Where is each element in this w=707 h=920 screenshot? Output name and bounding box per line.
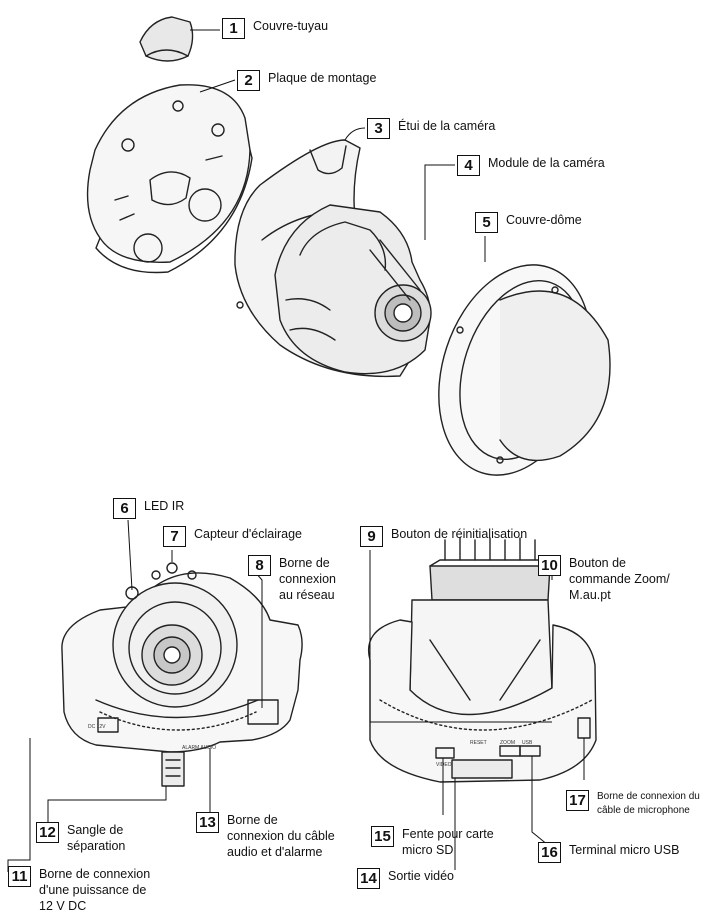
callout-label: Borne de connexion au réseau	[279, 556, 336, 602]
callout-label: Sortie vidéo	[388, 869, 455, 883]
callout-number: 12	[36, 822, 59, 843]
marking-reset: RESET	[470, 740, 487, 746]
callout-label: Sangle de séparation	[67, 823, 126, 853]
callout-number: 7	[163, 526, 186, 547]
callout-dome-cover: 5 Couvre-dôme	[475, 212, 582, 233]
callout-label: Fente pour carte micro SD	[402, 827, 494, 857]
callout-number: 15	[371, 826, 394, 847]
callout-audio-alarm-port: 13 Borne de connexion du câble audio et …	[196, 812, 335, 860]
callout-number: 4	[457, 155, 480, 176]
callout-number: 16	[538, 842, 561, 863]
callout-light-sensor: 7 Capteur d'éclairage	[163, 526, 302, 547]
callout-micro-sd-slot: 15 Fente pour carte micro SD	[371, 826, 494, 858]
callout-label: Module de la caméra	[488, 156, 605, 170]
marking-alarm-audio: ALARM AUDIO	[182, 745, 216, 751]
callout-power-port: 11 Borne de connexion d'une puissance de…	[8, 866, 150, 914]
callout-zoom-focus-button: 10 Bouton de commande Zoom/ M.au.pt	[538, 555, 670, 603]
callout-reset-button: 9 Bouton de réinitialisation	[360, 526, 527, 547]
callout-pipe-cap: 1 Couvre-tuyau	[222, 18, 328, 39]
callout-separation-strap: 12 Sangle de séparation	[36, 822, 125, 854]
camera-back-drawing	[368, 537, 597, 783]
marking-video: VIDEO	[436, 762, 452, 768]
callout-network-port: 8 Borne de connexion au réseau	[248, 555, 336, 603]
callout-number: 6	[113, 498, 136, 519]
callout-number: 8	[248, 555, 271, 576]
marking-usb: USB	[522, 740, 533, 746]
callout-number: 5	[475, 212, 498, 233]
callout-label: Borne de connexion du câble de microphon…	[597, 791, 700, 816]
callout-label: Borne de connexion du câble audio et d'a…	[227, 813, 335, 859]
callout-label: Capteur d'éclairage	[194, 527, 303, 541]
callout-camera-module: 4 Module de la caméra	[457, 155, 605, 176]
marking-zoom: ZOOM	[500, 740, 515, 746]
callout-label: Borne de connexion d'une puissance de 12…	[39, 867, 151, 913]
callout-label: Couvre-tuyau	[253, 19, 329, 33]
mounting-plate-drawing	[86, 84, 253, 274]
callout-ir-led: 6 LED IR	[113, 498, 184, 519]
callout-number: 9	[360, 526, 383, 547]
callout-label: Terminal micro USB	[569, 843, 680, 857]
callout-label: LED IR	[144, 499, 185, 513]
callout-number: 3	[367, 118, 390, 139]
callout-microphone-port: 17 Borne de connexion du câble de microp…	[566, 790, 700, 818]
callout-label: Bouton de commande Zoom/ M.au.pt	[569, 556, 670, 602]
callout-label: Plaque de montage	[268, 71, 377, 85]
callout-micro-usb-port: 16 Terminal micro USB	[538, 842, 679, 863]
callout-number: 17	[566, 790, 589, 811]
callout-number: 1	[222, 18, 245, 39]
callout-camera-housing: 3 Étui de la caméra	[367, 118, 495, 139]
marking-dc: DC 12V	[88, 724, 106, 730]
callout-number: 10	[538, 555, 561, 576]
callout-number: 11	[8, 866, 31, 887]
callout-label: Couvre-dôme	[506, 213, 582, 227]
callout-number: 2	[237, 70, 260, 91]
callout-video-output: 14 Sortie vidéo	[357, 868, 454, 889]
device-markings: ALARM AUDIO DC 12V VIDEO RESET USB ZOOM	[88, 724, 533, 768]
callout-number: 14	[357, 868, 380, 889]
pipe-cap-drawing	[139, 16, 194, 62]
callout-label: Bouton de réinitialisation	[391, 527, 528, 541]
camera-front-drawing	[61, 562, 303, 787]
callout-label: Étui de la caméra	[398, 119, 496, 133]
callout-number: 13	[196, 812, 219, 833]
callout-mounting-plate: 2 Plaque de montage	[237, 70, 376, 91]
dome-cover-drawing	[438, 264, 611, 476]
camera-module-drawing	[274, 204, 432, 375]
